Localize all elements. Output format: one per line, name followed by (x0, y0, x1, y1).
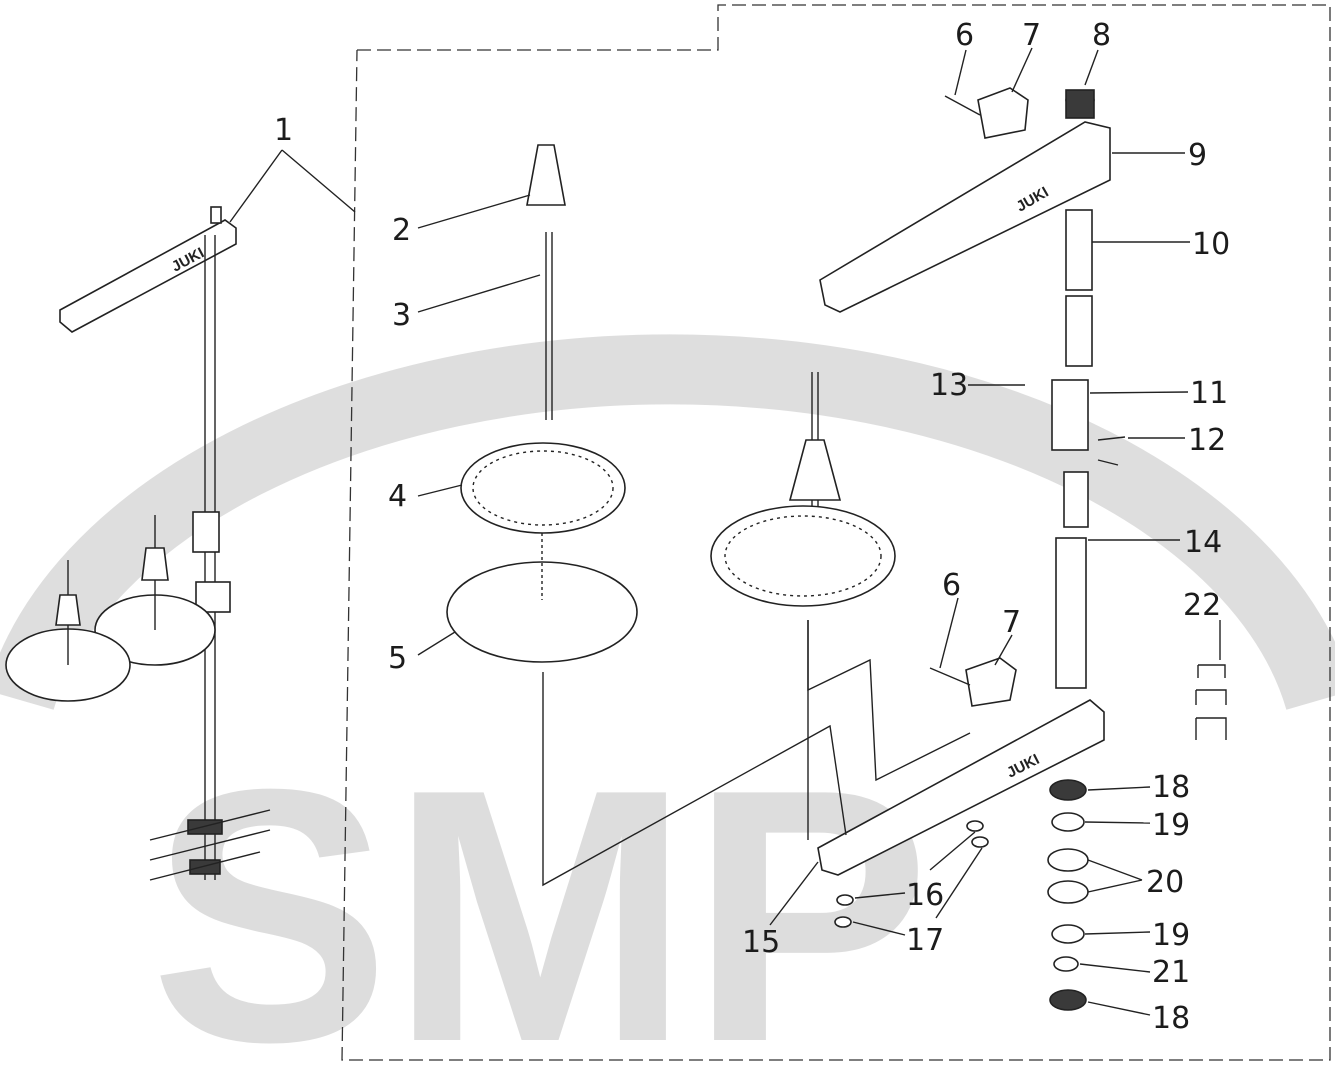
part-label-7: 7 (1022, 18, 1041, 53)
part-label-19-upper: 19 (1152, 808, 1190, 843)
part-label-13: 13 (930, 368, 968, 403)
part-label-6-lower: 6 (942, 568, 961, 603)
part-label-18-lower: 18 (1152, 1001, 1190, 1036)
part-label-8: 8 (1092, 18, 1111, 53)
part-labels: 1 2 3 4 5 6 7 8 9 10 11 12 13 14 15 16 1… (274, 18, 1230, 1036)
part-label-15: 15 (742, 925, 780, 960)
part-label-21: 21 (1152, 955, 1190, 990)
upper-arm: JUKI (819, 87, 1111, 313)
part-label-19-lower: 19 (1152, 918, 1190, 953)
spool-cap (526, 144, 566, 206)
watermark-text: SMP (150, 715, 930, 1070)
part-label-12: 12 (1188, 423, 1226, 458)
exploded-view-boundary (341, 4, 1331, 1061)
part-label-3: 3 (392, 298, 411, 333)
part-label-1: 1 (274, 113, 293, 148)
part-label-5: 5 (388, 641, 407, 676)
part-label-11: 11 (1190, 376, 1228, 411)
part-label-14: 14 (1184, 525, 1222, 560)
part-label-22: 22 (1183, 588, 1221, 623)
spool-mat (460, 442, 626, 534)
connector-lines (542, 620, 971, 887)
middle-spool (710, 372, 896, 607)
part-label-7-lower: 7 (1002, 605, 1021, 640)
part-label-4: 4 (388, 479, 407, 514)
part-label-2: 2 (392, 213, 411, 248)
part-label-20: 20 (1146, 865, 1184, 900)
part-label-18-upper: 18 (1152, 770, 1190, 805)
part-label-10: 10 (1192, 227, 1230, 262)
part-label-16: 16 (906, 878, 944, 913)
watermark-logo: SMP (0, 334, 1335, 1070)
leader-lines (229, 47, 1221, 1016)
rod-stack (1051, 209, 1126, 689)
part-label-9: 9 (1188, 138, 1207, 173)
clips (1195, 664, 1227, 740)
part-label-6: 6 (955, 18, 974, 53)
spool-disc (446, 561, 638, 663)
part-label-17: 17 (906, 923, 944, 958)
